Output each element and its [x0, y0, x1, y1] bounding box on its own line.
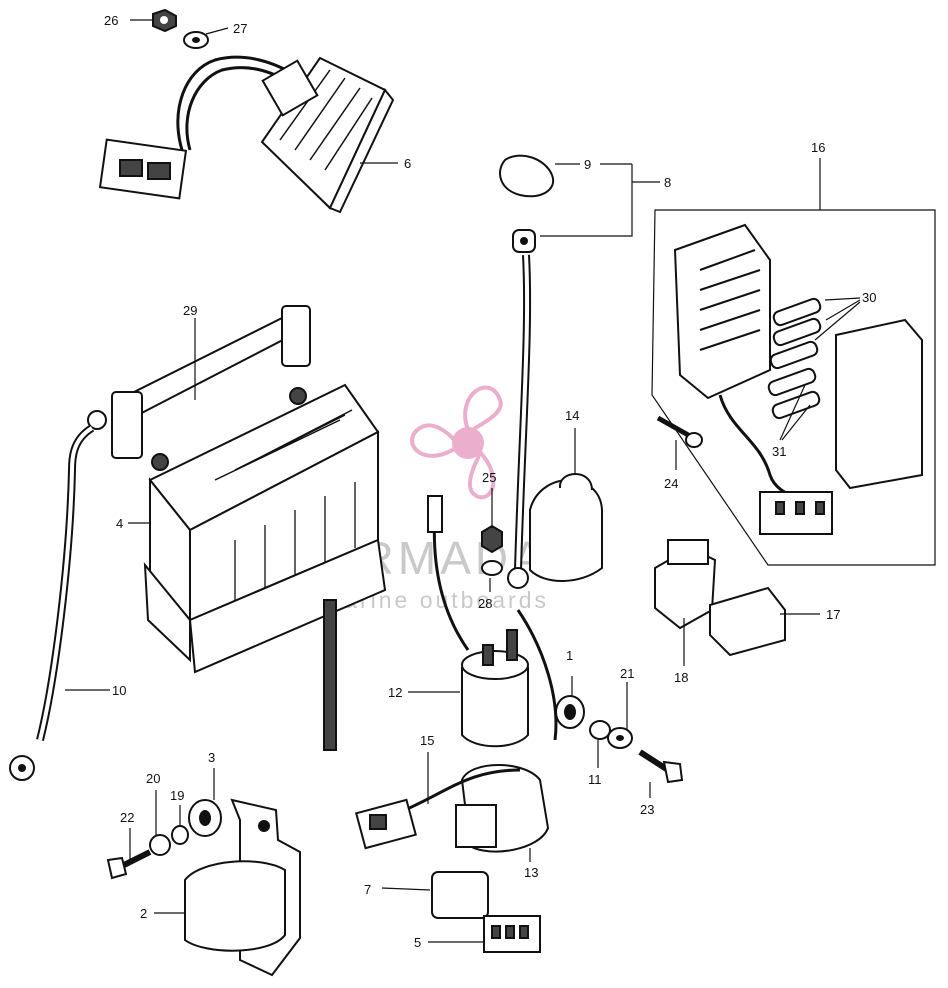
part-26-nut	[152, 8, 177, 33]
part-31-fuse	[767, 367, 821, 420]
part-28-washer	[481, 560, 503, 576]
callout-18: 18	[674, 670, 688, 685]
part-29-battery-band	[111, 305, 311, 459]
callout-6: 6	[404, 156, 411, 171]
callout-24: 24	[664, 476, 678, 491]
part-16-fuse-box-group	[651, 209, 936, 566]
callout-12: 12	[388, 685, 402, 700]
callout-labels: 26 27 6 9 8 16 30 29 31 14 25 24 4 28 17…	[104, 13, 876, 950]
part-9-terminal-cap	[499, 154, 555, 198]
watermark-propeller-logo	[410, 385, 503, 500]
callout-19: 19	[170, 788, 184, 803]
callout-5: 5	[414, 935, 421, 950]
callout-2: 2	[140, 906, 147, 921]
part-10-battery-negative-cable	[9, 410, 107, 781]
leader-lines	[65, 19, 861, 943]
part-3-grommet	[188, 799, 222, 837]
part-1-grommet	[555, 695, 585, 729]
part-2-voltage-regulator	[184, 798, 301, 977]
callout-11: 11	[588, 772, 602, 787]
callout-14: 14	[565, 408, 579, 423]
part-11-collar	[589, 720, 611, 740]
callout-16: 16	[811, 140, 825, 155]
part-8-battery-positive-cable	[507, 229, 536, 589]
part-18-connector-cover	[654, 539, 717, 630]
callout-26: 26	[104, 13, 118, 28]
part-30-fuse	[769, 297, 822, 370]
part-17-connector	[709, 586, 786, 657]
callout-15: 15	[420, 733, 434, 748]
part-14-starter-relay-cover	[529, 473, 603, 582]
callout-7: 7	[364, 882, 371, 897]
part-12-starter-relay	[427, 495, 558, 748]
callout-30: 30	[862, 290, 876, 305]
part-24-screw	[656, 415, 703, 448]
callout-17: 17	[826, 607, 840, 622]
part-7-connector-cover	[431, 871, 489, 919]
callout-13: 13	[524, 865, 538, 880]
callout-10: 10	[112, 683, 126, 698]
part-13-relay-unit	[455, 764, 550, 853]
part-27-washer	[183, 31, 209, 49]
callout-29: 29	[183, 303, 197, 318]
part-22-bolt	[106, 849, 152, 880]
callout-9: 9	[584, 157, 591, 172]
part-6-regulator-rectifier	[98, 55, 395, 214]
part-15-wire-connector	[355, 768, 521, 850]
part-25-nut	[481, 524, 503, 554]
part-23-bolt	[638, 749, 684, 784]
callout-21: 21	[620, 666, 634, 681]
part-4-battery	[143, 383, 387, 751]
callout-28: 28	[478, 596, 492, 611]
callout-25: 25	[482, 470, 496, 485]
callout-22: 22	[120, 810, 134, 825]
callout-1: 1	[566, 648, 573, 663]
callout-27: 27	[233, 21, 247, 36]
callout-4: 4	[116, 516, 123, 531]
part-19-collar	[171, 825, 189, 845]
callout-8: 8	[664, 175, 671, 190]
callout-23: 23	[640, 802, 654, 817]
part-5-connector	[483, 915, 541, 953]
callout-20: 20	[146, 771, 160, 786]
part-21-washer	[607, 727, 633, 749]
callout-31: 31	[772, 444, 786, 459]
part-20-washer	[149, 834, 171, 856]
callout-3: 3	[208, 750, 215, 765]
